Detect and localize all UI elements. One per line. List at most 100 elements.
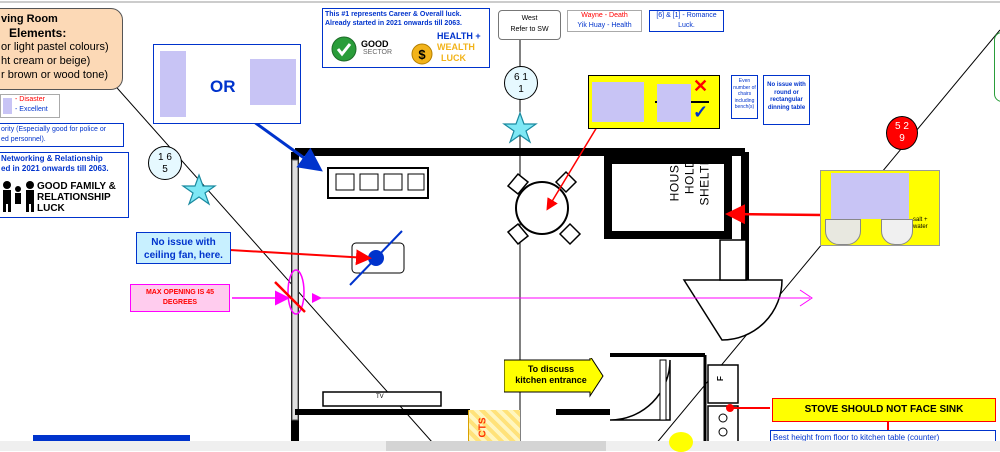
round-table-text: No issue with round or rectangular dinni… xyxy=(767,82,806,111)
option-image-2 xyxy=(250,59,296,105)
stove-note: STOVE SHOULD NOT FACE SINK xyxy=(772,398,996,422)
flying-star-circle-top: 6 1 1 xyxy=(504,66,538,100)
dining-comparison-panel: ✕ ✓ xyxy=(588,75,720,129)
networking-line-1: Networking & Relationship xyxy=(1,154,103,163)
cross-icon: ✕ xyxy=(693,76,709,96)
star-icon-top xyxy=(502,111,538,144)
disaster-label: - Disaster xyxy=(15,96,45,103)
window-opening-marker xyxy=(274,281,306,313)
blue-bar-bottom xyxy=(33,435,190,445)
living-room-title: ving Room xyxy=(1,13,58,25)
romance-line-1: [6] & [1] - Romance xyxy=(656,12,717,19)
shelter-label: HOUSE-HOLD SHELTER xyxy=(667,147,712,206)
living-room-line-1: or light pastel colours) xyxy=(1,41,109,53)
household-shelter: HOUSE-HOLD SHELTER xyxy=(612,148,724,232)
horizontal-scrollbar-thumb[interactable] xyxy=(386,441,606,451)
or-label: OR xyxy=(210,77,236,96)
priority-note: ority (Especially good for police or ed … xyxy=(0,123,124,147)
flying-star-left-bottom: 5 xyxy=(162,164,168,175)
arrow-fan-note xyxy=(229,249,372,266)
living-room-line-3: r brown or wood tone) xyxy=(1,69,108,81)
ceiling-fan-note: No issue with ceiling fan, here. xyxy=(136,232,231,264)
check-icon xyxy=(331,36,357,62)
romance-line-2: Luck. xyxy=(678,22,695,29)
max-opening-note: MAX OPENING IS 45 DEGREES xyxy=(130,284,230,312)
kitchen-note: To discuss kitchen entrance xyxy=(506,364,596,386)
dining-image-1 xyxy=(592,82,644,122)
wayne-box: Wayne - Death Yik Huay - Health xyxy=(567,10,642,32)
door-frame xyxy=(719,239,747,281)
west-direction-box: West Refer to SW xyxy=(498,10,561,40)
sofa-cushions xyxy=(335,173,425,191)
flying-star-red-bottom: 9 xyxy=(899,133,905,144)
yellow-marker-bottom xyxy=(669,432,693,452)
round-table-note: No issue with round or rectangular dinni… xyxy=(763,75,810,125)
romance-box: [6] & [1] - Romance Luck. xyxy=(649,10,724,32)
career-luck-box: This #1 represents Career & Overall luck… xyxy=(322,8,490,68)
fridge-label: F xyxy=(715,376,725,381)
sector-label: SECTOR xyxy=(363,49,393,56)
arrow-to-dining xyxy=(546,121,601,211)
magenta-arrow-tail xyxy=(799,289,813,307)
fridge xyxy=(707,364,739,404)
kitchen-door-leaf xyxy=(659,359,667,421)
tv-label: TV xyxy=(376,394,384,400)
stove-note-text: STOVE SHOULD NOT FACE SINK xyxy=(804,404,964,415)
arrow-to-shelter xyxy=(725,204,823,225)
salt-image xyxy=(831,173,909,219)
star-icon-left xyxy=(181,173,217,206)
green-corner-box xyxy=(994,32,1000,102)
or-option-box: OR xyxy=(153,44,301,124)
networking-line-2: ed in 2021 onwards till 2063. xyxy=(1,164,109,173)
flying-star-top-bottom: 1 xyxy=(518,84,524,95)
kitchen-note-line-2: kitchen entrance xyxy=(515,375,587,385)
disaster-legend: - Disaster - Excellent xyxy=(0,94,60,118)
dining-chairs xyxy=(506,170,582,246)
stove-note-dot xyxy=(726,404,734,412)
stove xyxy=(707,405,739,447)
salt-water-panel: salt + water xyxy=(820,170,940,246)
kitchen-door-swing xyxy=(609,359,671,421)
flying-star-top-top: 6 1 xyxy=(514,72,528,83)
sector-line-left xyxy=(109,79,441,451)
even-chairs-text: Even number of chairs including bench(s) xyxy=(733,78,756,110)
checkmark-icon: ✓ xyxy=(693,102,709,122)
wayne-line: Wayne - Death xyxy=(581,12,628,19)
hazard-label: CTS xyxy=(477,417,489,438)
door-swing-right xyxy=(682,279,783,341)
svg-text:$: $ xyxy=(418,47,426,62)
dining-table xyxy=(515,181,569,235)
salt-bowl-1 xyxy=(825,219,861,245)
kitchen-note-arrow xyxy=(504,358,604,398)
refer-sw-label: Refer to SW xyxy=(510,26,549,33)
family-luck-label: GOOD FAMILY & RELATIONSHIP LUCK xyxy=(37,181,116,214)
priority-note-line-1: ority (Especially good for police or xyxy=(1,126,107,133)
priority-note-line-2: ed personnel). xyxy=(1,136,46,143)
networking-box: Networking & Relationship ed in 2021 onw… xyxy=(0,152,129,218)
even-chairs-note: Even number of chairs including bench(s) xyxy=(731,75,758,119)
max-opening-text: MAX OPENING IS 45 DEGREES xyxy=(145,289,215,306)
living-room-line-2: ht cream or beige) xyxy=(1,55,91,67)
excellent-label: - Excellent xyxy=(15,106,48,113)
kitchen-burners xyxy=(718,413,728,437)
health-label: HEALTH + xyxy=(437,31,481,41)
career-line-2: Already started in 2021 onwards till 206… xyxy=(325,20,462,27)
option-image-1 xyxy=(160,51,186,117)
flying-star-left-top: 1 6 xyxy=(158,152,172,163)
ceiling-fan-blade xyxy=(349,230,403,286)
career-line-1: This #1 represents Career & Overall luck… xyxy=(325,11,462,18)
luck-label: LUCK xyxy=(441,53,466,63)
flying-star-circle-red: 5 2 9 xyxy=(886,116,918,150)
tv-console xyxy=(322,391,442,407)
wealth-label: WEALTH xyxy=(437,42,475,52)
west-label: West xyxy=(521,15,538,22)
living-room-elements-box: ving Room Elements: or light pastel colo… xyxy=(0,8,123,90)
disaster-swatch xyxy=(3,98,12,114)
bottom-cut-text: Best height from floor to kitchen table … xyxy=(773,433,940,442)
wall-shelter-outline xyxy=(604,156,732,239)
family-icon xyxy=(3,181,34,212)
window-highlight xyxy=(287,269,305,315)
living-room-subtitle: Elements: xyxy=(9,26,67,40)
dining-image-2 xyxy=(657,84,691,122)
